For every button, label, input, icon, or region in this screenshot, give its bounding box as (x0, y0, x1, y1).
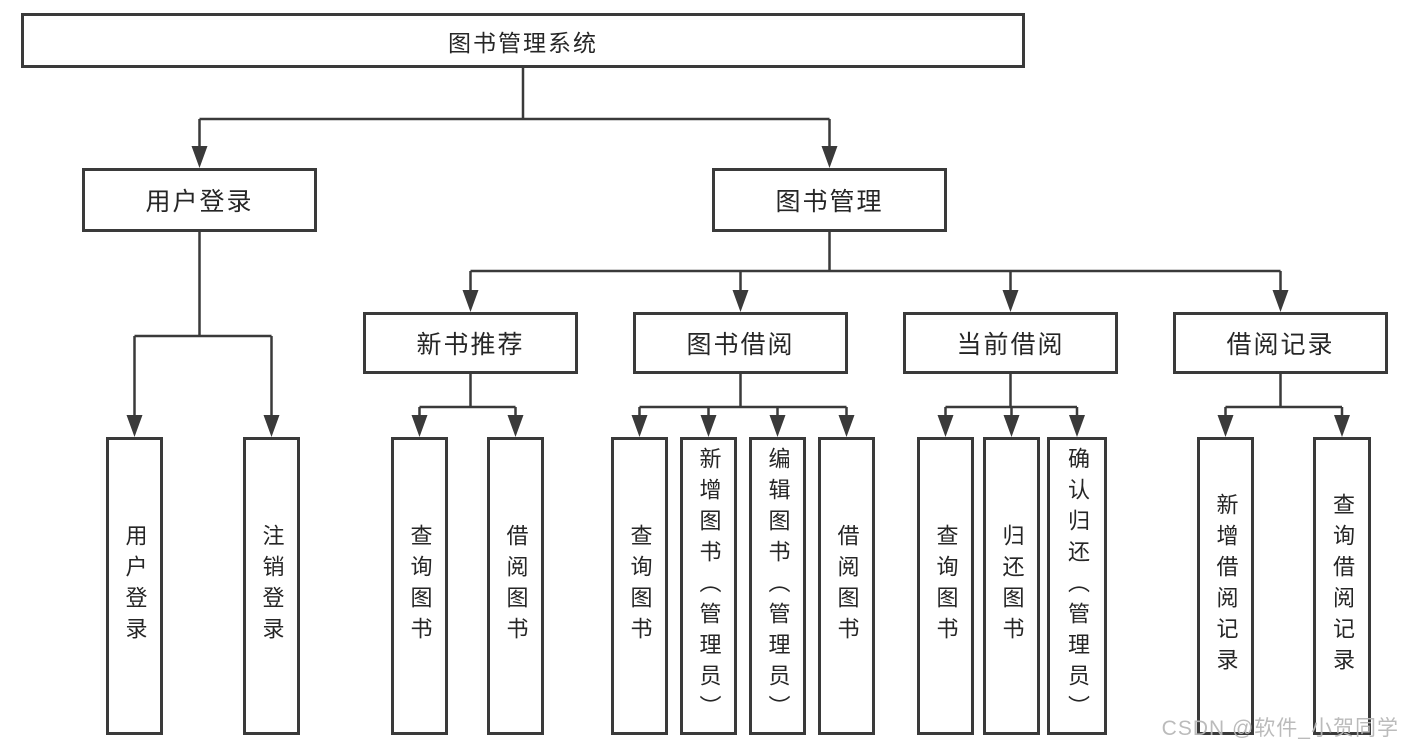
node-label: 用户登录 (145, 188, 254, 216)
leaf-query-borrow-record: 查询借阅记录 (1313, 437, 1371, 735)
node-label: 图书管理系统 (448, 29, 598, 56)
leaf-label: 借阅图书 (834, 524, 860, 648)
node-book-borrowing: 图书借阅 (633, 312, 848, 374)
node-book-management: 图书管理 (712, 168, 947, 232)
node-label: 借阅记录 (1226, 331, 1335, 359)
leaf-borrow-books-1: 借阅图书 (487, 437, 544, 735)
leaf-label: 新增借阅记录 (1213, 493, 1239, 679)
node-borrowing-records: 借阅记录 (1173, 312, 1388, 374)
leaf-add-borrow-record: 新增借阅记录 (1197, 437, 1254, 735)
leaf-add-books-admin: 新增图书（管理员） (680, 437, 737, 735)
csdn-watermark: CSDN @软件_小贺同学 (1161, 717, 1399, 740)
leaf-confirm-return-admin: 确认归还（管理员） (1047, 437, 1107, 735)
leaf-label: 归还图书 (999, 524, 1025, 648)
node-user-login: 用户登录 (82, 168, 317, 232)
node-current-borrowing: 当前借阅 (903, 312, 1118, 374)
node-label: 图书管理 (775, 188, 884, 216)
leaf-label: 借阅图书 (503, 524, 529, 648)
leaf-edit-books-admin: 编辑图书（管理员） (749, 437, 806, 735)
node-label: 当前借阅 (956, 331, 1065, 359)
leaf-label: 查询借阅记录 (1330, 493, 1355, 679)
leaf-label: 注销登录 (259, 524, 285, 648)
leaf-label: 编辑图书（管理员） (765, 446, 791, 726)
node-new-book-recommend: 新书推荐 (363, 312, 578, 374)
leaf-query-books-1: 查询图书 (391, 437, 448, 735)
leaf-label: 用户登录 (122, 524, 148, 648)
leaf-label: 确认归还（管理员） (1065, 446, 1090, 726)
leaf-label: 新增图书（管理员） (696, 446, 722, 726)
node-library-management-system: 图书管理系统 (21, 13, 1025, 68)
leaf-borrow-books-2: 借阅图书 (818, 437, 875, 735)
leaf-return-books: 归还图书 (983, 437, 1040, 735)
leaf-label: 查询图书 (627, 524, 653, 648)
leaf-query-books-3: 查询图书 (917, 437, 974, 735)
node-label: 新书推荐 (416, 331, 525, 359)
arrowheads (126, 146, 1350, 437)
leaf-label: 查询图书 (407, 524, 433, 648)
leaf-label: 查询图书 (933, 524, 959, 648)
leaf-user-login: 用户登录 (106, 437, 163, 735)
leaf-logout: 注销登录 (243, 437, 300, 735)
leaf-query-books-2: 查询图书 (611, 437, 668, 735)
node-label: 图书借阅 (686, 331, 795, 359)
